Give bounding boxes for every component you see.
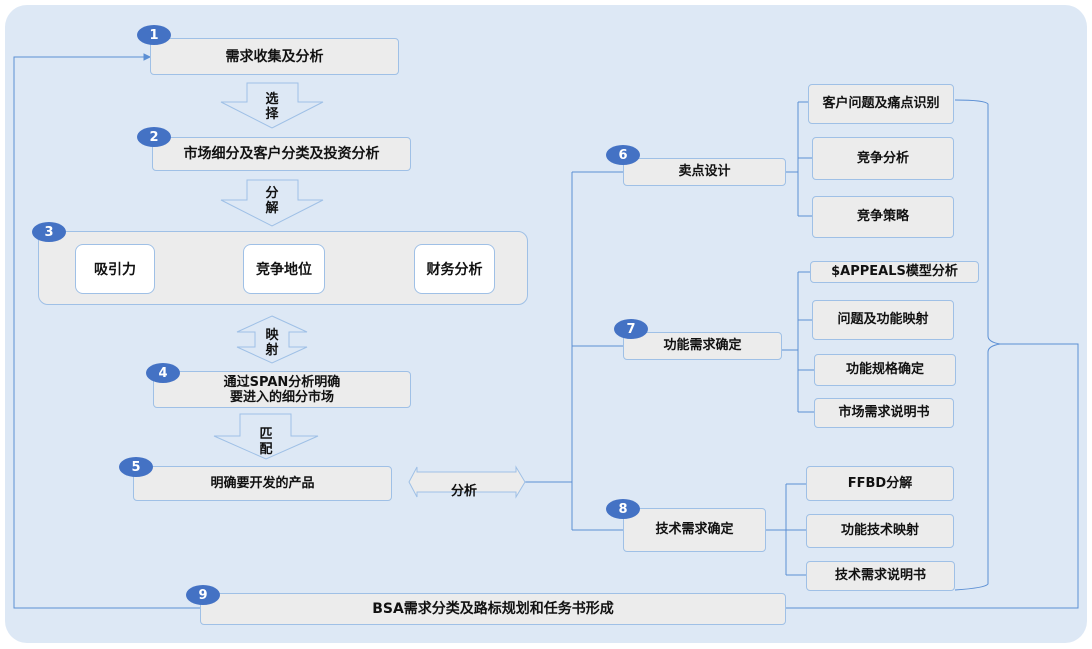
step-8-label: 技术需求确定: [655, 522, 734, 537]
decompose-arrow-label-2: 解: [265, 201, 279, 216]
select-arrow-label-2: 择: [265, 107, 279, 122]
step-7-child-2[interactable]: 问题及功能映射: [812, 300, 954, 340]
step-9-box[interactable]: BSA需求分类及路标规划和任务书形成: [200, 593, 786, 625]
step-8-box[interactable]: 技术需求确定: [623, 508, 766, 552]
step-7-child-3[interactable]: 功能规格确定: [814, 354, 956, 386]
map-arrow: [236, 315, 308, 364]
decompose-arrow: [220, 179, 324, 227]
step-6-badge: 6: [606, 145, 640, 165]
step-6-child-3-label: 竞争策略: [856, 209, 909, 224]
step-1-box[interactable]: 需求收集及分析: [150, 38, 399, 75]
step-7-child-3-label: 功能规格确定: [845, 362, 924, 377]
step-8-child-1-label: FFBD分解: [847, 475, 913, 491]
map-arrow-label-1: 映: [265, 328, 279, 343]
step-6-child-2[interactable]: 竞争分析: [812, 137, 954, 180]
analyze-double-arrow: [408, 465, 526, 499]
step-5-box[interactable]: 明确要开发的产品: [133, 466, 392, 501]
analyze-arrow-label: 分析: [451, 484, 478, 499]
step-7-child-4[interactable]: 市场需求说明书: [814, 398, 954, 428]
match-arrow-label-2: 配: [259, 442, 273, 457]
step-8-child-2-label: 功能技术映射: [840, 523, 919, 538]
step-7-child-1-label: $APPEALS模型分析: [831, 264, 958, 279]
step-2-box[interactable]: 市场细分及客户分类及投资分析: [152, 137, 411, 171]
step-7-child-2-label: 问题及功能映射: [837, 312, 929, 327]
step-7-child-1[interactable]: $APPEALS模型分析: [810, 261, 979, 283]
match-arrow-label-1: 匹: [259, 427, 273, 442]
feedback-connector: [13, 56, 200, 609]
branch-8-children: [766, 483, 808, 576]
step-1-badge: 1: [137, 25, 171, 45]
step-6-label: 卖点设计: [678, 164, 731, 179]
step-8-child-1[interactable]: FFBD分解: [806, 466, 954, 501]
step-9-label: BSA需求分类及路标规划和任务书形成: [372, 601, 614, 617]
step-1-label: 需求收集及分析: [225, 48, 324, 65]
step-4-box[interactable]: 通过SPAN分析明确 要进入的细分市场: [153, 371, 411, 408]
step-4-label-line2: 要进入的细分市场: [229, 389, 334, 405]
competitive-position-label: 竞争地位: [256, 262, 312, 278]
step-6-child-1[interactable]: 客户问题及痛点识别: [808, 84, 954, 124]
step-6-child-1-label: 客户问题及痛点识别: [822, 96, 940, 111]
step-7-child-4-label: 市场需求说明书: [838, 405, 930, 420]
step-4-label-line1: 通过SPAN分析明确: [223, 374, 341, 390]
step-6-child-2-label: 竞争分析: [856, 150, 909, 166]
step-7-box[interactable]: 功能需求确定: [623, 332, 782, 360]
select-arrow: [220, 82, 324, 129]
branch-7-children: [782, 271, 814, 413]
step-2-badge: 2: [137, 127, 171, 147]
step-3-badge: 3: [32, 222, 66, 242]
step-7-label: 功能需求确定: [663, 338, 742, 353]
right-brace: [954, 99, 1001, 591]
match-arrow: [213, 413, 319, 460]
attractiveness-label: 吸引力: [94, 262, 136, 278]
step-5-label: 明确要开发的产品: [210, 475, 315, 491]
step-6-child-3[interactable]: 竞争策略: [812, 196, 954, 238]
step-8-child-3[interactable]: 技术需求说明书: [806, 561, 955, 591]
map-arrow-label-2: 射: [265, 343, 279, 358]
step-9-badge: 9: [186, 585, 220, 605]
select-arrow-label-1: 选: [265, 92, 279, 107]
step-5-badge: 5: [119, 457, 153, 477]
step-8-badge: 8: [606, 499, 640, 519]
attractiveness-box[interactable]: 吸引力: [75, 244, 155, 294]
step-7-badge: 7: [614, 319, 648, 339]
financial-analysis-box[interactable]: 财务分析: [414, 244, 495, 294]
step-2-label: 市场细分及客户分类及投资分析: [183, 146, 380, 162]
branch-6-children: [786, 101, 812, 217]
feedback-arrowhead: [143, 53, 152, 61]
step-4-badge: 4: [146, 363, 180, 383]
step-8-child-3-label: 技术需求说明书: [834, 568, 926, 583]
brace-to-9-connector: [786, 343, 1079, 609]
step-8-child-2[interactable]: 功能技术映射: [806, 514, 954, 548]
step-6-box[interactable]: 卖点设计: [623, 158, 786, 186]
competitive-position-box[interactable]: 竞争地位: [243, 244, 325, 294]
financial-analysis-label: 财务分析: [426, 262, 483, 278]
decompose-arrow-label-1: 分: [265, 186, 279, 201]
